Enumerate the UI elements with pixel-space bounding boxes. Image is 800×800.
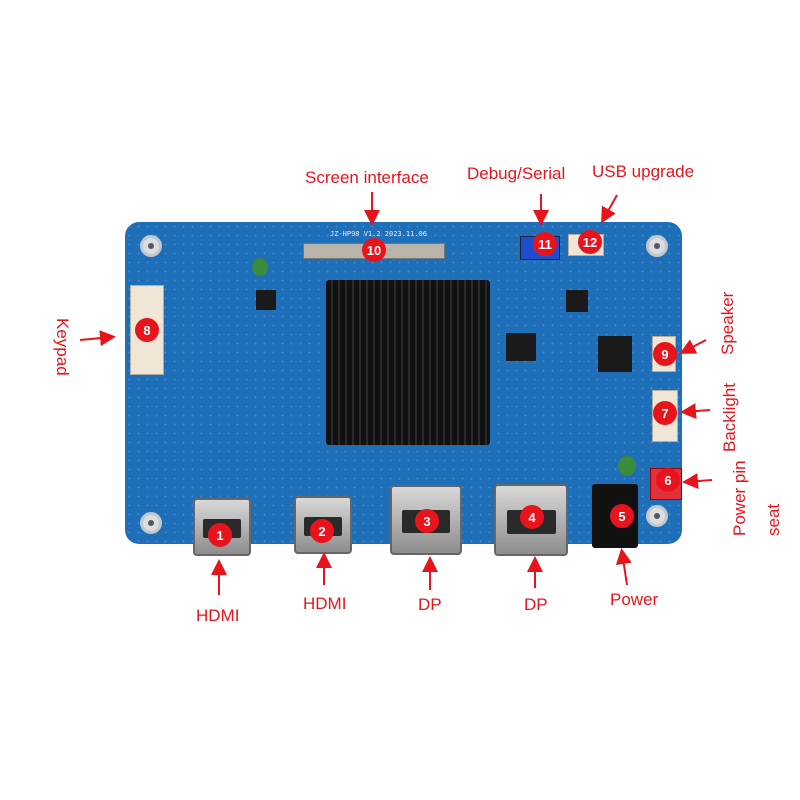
marker-6: 6 [656, 468, 680, 492]
capacitor [252, 258, 268, 276]
label-speaker: Speaker [718, 291, 737, 355]
label-dp-2: DP [524, 595, 548, 614]
marker-10: 10 [362, 238, 386, 262]
label-dp-1: DP [418, 595, 442, 614]
mounting-hole [140, 512, 162, 534]
ic-chip [598, 336, 632, 372]
mounting-hole [140, 235, 162, 257]
label-power-pin: Power pin [730, 460, 749, 536]
marker-3: 3 [415, 509, 439, 533]
label-keypad: Keypad [53, 318, 72, 376]
label-usb-upgrade: USB upgrade [592, 162, 695, 181]
marker-2: 2 [310, 519, 334, 543]
board-silkscreen: JZ-HP98 V1.2 2023.11.06 [330, 230, 427, 238]
heatsink [326, 280, 490, 445]
mounting-hole [646, 235, 668, 257]
label-power-pin-seat: seat [764, 503, 783, 536]
marker-9: 9 [653, 342, 677, 366]
inductor [566, 290, 588, 312]
arrow-keypad [79, 330, 116, 347]
label-screen-interface: Screen interface [305, 168, 429, 187]
capacitor [618, 456, 636, 476]
arrow-power-pin [682, 473, 713, 490]
ic-chip [256, 290, 276, 310]
marker-1: 1 [208, 523, 232, 547]
marker-8: 8 [135, 318, 159, 342]
marker-12: 12 [578, 230, 602, 254]
marker-11: 11 [533, 232, 557, 256]
arrow-speaker [679, 339, 707, 354]
label-hdmi-1: HDMI [196, 606, 240, 625]
arrow-power [615, 548, 632, 586]
label-backlight: Backlight [720, 383, 739, 452]
ic-chip [506, 333, 536, 361]
marker-7: 7 [653, 401, 677, 425]
mounting-hole [646, 505, 668, 527]
arrow-usb [601, 194, 618, 224]
marker-5: 5 [610, 504, 634, 528]
marker-4: 4 [520, 505, 544, 529]
label-debug-serial: Debug/Serial [467, 164, 566, 183]
arrow-backlight [680, 403, 711, 420]
label-power: Power [610, 590, 659, 609]
label-hdmi-2: HDMI [303, 594, 347, 613]
